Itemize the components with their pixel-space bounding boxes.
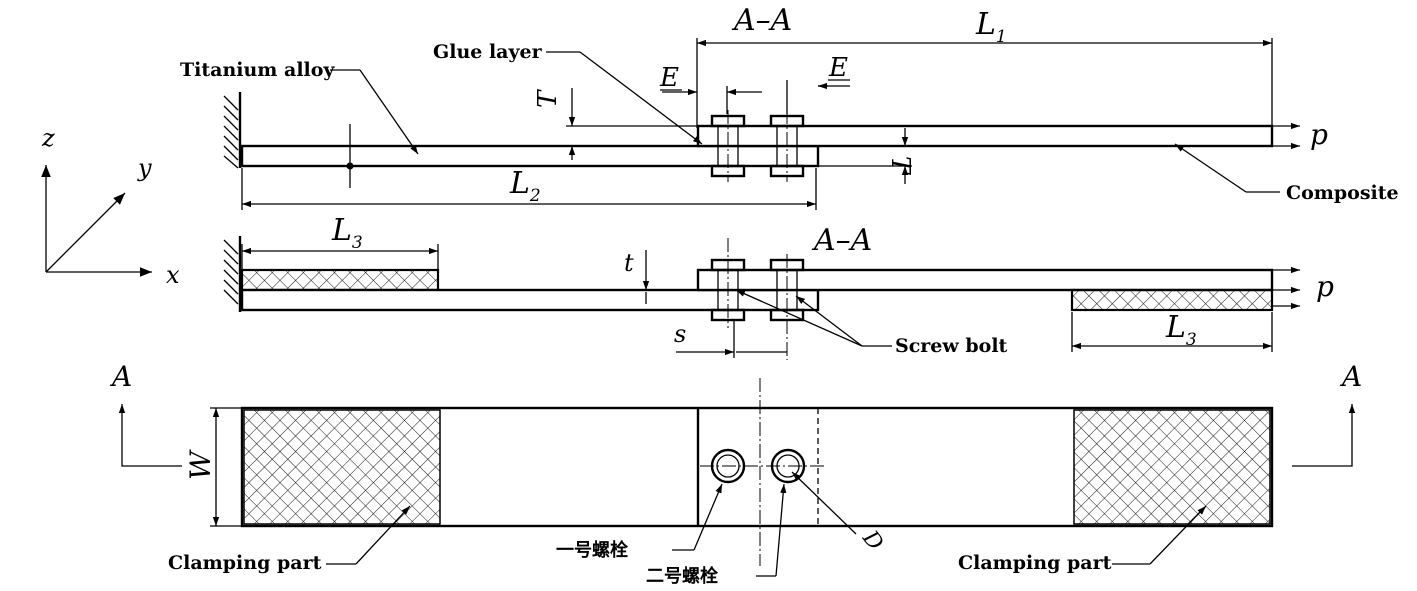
wall-hatch bbox=[223, 95, 239, 169]
center-point bbox=[346, 162, 354, 170]
left-clamp-tab bbox=[240, 268, 440, 292]
left-clamp-area bbox=[243, 409, 441, 525]
section-marker-left bbox=[118, 404, 182, 467]
section-label-mid: A–A bbox=[811, 223, 872, 258]
dim-T-label-left: T bbox=[533, 89, 563, 108]
wall-hatch bbox=[223, 239, 239, 305]
bolt-hole-2 bbox=[770, 448, 806, 484]
section-marker-right-label: A bbox=[1339, 360, 1362, 393]
middle-side-view: p A–A L3 L3 t s Screw bolt bbox=[223, 213, 1334, 360]
bolt-1-side bbox=[710, 110, 746, 182]
section-marker-left-label: A bbox=[109, 360, 132, 393]
screw-bolt-label: Screw bolt bbox=[895, 335, 1008, 357]
leader bbox=[791, 471, 857, 535]
leader bbox=[693, 483, 723, 551]
dim-L2-label: L2 bbox=[509, 166, 541, 206]
right-clamp-tab bbox=[1070, 288, 1274, 312]
dim-t-label: t bbox=[624, 249, 634, 277]
dim-L3-right-label: L3 bbox=[1165, 310, 1197, 350]
leader bbox=[355, 505, 411, 565]
load-label-mid: p bbox=[1316, 270, 1334, 303]
bolt-hole-1 bbox=[710, 448, 746, 484]
x-axis-label: x bbox=[166, 261, 180, 289]
y-axis bbox=[45, 192, 126, 273]
clamping-part-label-left: Clamping part bbox=[168, 552, 322, 574]
clamping-part-label-right: Clamping part bbox=[958, 552, 1112, 574]
dim-s-label: s bbox=[674, 320, 686, 348]
coordinate-axes: z y x bbox=[41, 124, 180, 289]
dim-D-label: D bbox=[857, 526, 888, 556]
dim-E-label-right: E bbox=[828, 53, 848, 83]
bolt-2-side bbox=[769, 254, 805, 360]
leader bbox=[795, 295, 863, 347]
glue-layer-label: Glue layer bbox=[433, 41, 543, 63]
composite-plate bbox=[696, 268, 1274, 292]
dim-L3-left-label: L3 bbox=[331, 213, 363, 253]
y-axis-label: y bbox=[137, 154, 152, 182]
leader bbox=[1149, 505, 1207, 565]
specimen-outline bbox=[240, 406, 1274, 528]
dim-T-label-right: T bbox=[885, 156, 915, 175]
dim-E-label-left: E bbox=[659, 63, 679, 93]
bolt-2-side bbox=[769, 110, 805, 182]
titanium-plate bbox=[240, 288, 820, 312]
section-label-top: A–A bbox=[731, 3, 792, 38]
bolt-2-label: 二号螺栓 bbox=[646, 565, 718, 587]
bolt-1-label: 一号螺栓 bbox=[556, 539, 628, 561]
load-label-top: p bbox=[1310, 118, 1328, 151]
right-clamp-area bbox=[1073, 409, 1271, 525]
leader bbox=[775, 483, 787, 577]
leader bbox=[735, 289, 863, 347]
composite-label: Composite bbox=[1286, 182, 1399, 204]
composite-plate bbox=[696, 124, 1274, 148]
titanium-alloy-label: Titanium alloy bbox=[180, 59, 335, 81]
top-side-view: p L1 A–A E E T T L2 Ti bbox=[180, 3, 1399, 210]
dim-L1-label: L1 bbox=[975, 7, 1007, 47]
titanium-plate bbox=[240, 144, 820, 168]
dim-W-label: W bbox=[184, 449, 217, 480]
leader bbox=[579, 51, 703, 145]
bottom-plan-view: W D A A Clamping part Clamping part 一号螺栓… bbox=[109, 360, 1362, 587]
z-axis-label: z bbox=[41, 124, 55, 152]
leader bbox=[1174, 143, 1247, 193]
leader bbox=[359, 69, 419, 155]
section-marker-right bbox=[1292, 404, 1356, 467]
